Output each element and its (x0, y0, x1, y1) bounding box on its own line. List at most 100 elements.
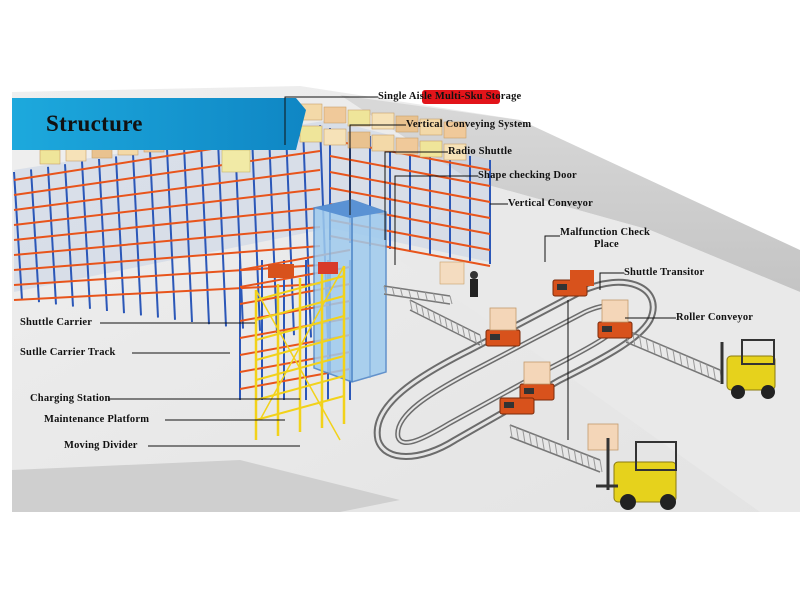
rack-beam (13, 207, 321, 241)
label-charging-station: Charging Station (27, 392, 111, 406)
cargo-box (419, 140, 443, 158)
cargo-box (323, 128, 347, 146)
cargo-box (371, 134, 395, 152)
cargo-box (347, 131, 371, 149)
transitor-panel (602, 326, 612, 332)
rack-upright (183, 145, 193, 323)
conveyor-roller (522, 429, 526, 443)
label-radio-shuttle: Radio Shuttle (445, 145, 525, 159)
shuttle-transitor (485, 307, 521, 347)
transitor-box (523, 361, 551, 385)
rack-beam (13, 226, 321, 256)
rack-beam (13, 188, 321, 226)
rack-upright (132, 153, 142, 316)
conveyor-roller (409, 299, 413, 311)
conveyor-roller (560, 444, 564, 458)
conveyor-rail (383, 293, 451, 305)
conveyor-roller (593, 457, 597, 470)
platform-rail (255, 315, 345, 341)
rack-beam (13, 245, 321, 271)
radio-shuttle (318, 262, 338, 274)
label-shape-checking-door: Shape checking Door (475, 169, 577, 183)
conveyor-roller (548, 439, 552, 453)
roller-conveyor (383, 285, 453, 305)
roller-conveyors (383, 285, 723, 473)
conveyor-roller (645, 338, 649, 351)
conveyor-roller (632, 332, 636, 345)
cargo-box (439, 261, 465, 285)
rack-upright (302, 127, 312, 338)
transitor-panel (524, 388, 534, 394)
page-title: Structure (46, 111, 143, 136)
conveyor-roller (535, 434, 539, 448)
rack-upright (285, 130, 295, 336)
cargo-box (371, 112, 395, 130)
conveyor-roller (462, 326, 465, 337)
conveyor-roller (467, 329, 471, 340)
conveyor-roller (586, 454, 590, 468)
cargo-box (395, 137, 419, 155)
transitor-panel (504, 402, 514, 408)
conveyor-roller (706, 364, 710, 377)
maintenance-platform (254, 265, 346, 441)
conveyor-rail (509, 436, 601, 473)
conveyor-roller (427, 308, 430, 319)
cargo-box (419, 118, 443, 136)
conveyor-roller (479, 334, 483, 346)
conveyor-roller (679, 352, 683, 365)
label-shuttle-transitor: Shuttle Transitor (621, 266, 719, 280)
conveyor-roller (456, 323, 460, 334)
transitor-panel (557, 284, 567, 290)
worker-figure (470, 271, 478, 297)
conveyor-roller (416, 290, 420, 300)
conveyor-roller (528, 432, 532, 445)
transitor-box (601, 299, 629, 323)
conveyor-roller (541, 437, 545, 450)
rack-beam (329, 155, 491, 187)
conveyor-roller (712, 367, 716, 380)
label-maintenance-platform: Maintenance Platform (41, 413, 165, 427)
rack-upright (149, 151, 159, 318)
conveyor-roller (400, 288, 403, 297)
shuttle-transitor (499, 397, 535, 415)
conveyor-roller (573, 449, 577, 463)
rack-upright (98, 158, 108, 312)
conveyor-roller (672, 349, 676, 363)
conveyor-roller (391, 287, 395, 296)
conveyor-roller (692, 358, 696, 371)
shuttle-transitor (519, 361, 555, 401)
rack-upright (200, 143, 210, 325)
rack-upright (217, 140, 227, 327)
conveyor-roller (473, 331, 477, 343)
transitor-panel (490, 334, 500, 340)
platform-rail (255, 375, 345, 401)
label-shuttle-carrier: Shuttle Carrier (17, 316, 101, 330)
platform-rail (255, 275, 345, 301)
roller-conveyor (409, 299, 483, 346)
label-malfunction-check-place: Malfunction Check Place (560, 227, 651, 252)
conveyor-roller (441, 294, 445, 303)
platform-brace (255, 289, 341, 441)
conveyor-rail (625, 341, 721, 383)
conveyor-roller (567, 447, 571, 460)
rack-upright (13, 171, 23, 301)
conveyor-roller (383, 285, 387, 295)
conveyor-roller (408, 289, 412, 298)
conveyor-roller (415, 302, 419, 314)
conveyor-box (587, 423, 619, 451)
conveyor-roller (665, 347, 669, 360)
shuttle-transitors (268, 262, 633, 451)
conveyor-roller (554, 442, 558, 455)
conveyor-roller (659, 344, 663, 357)
rack-beam (13, 283, 321, 301)
title-banner (12, 98, 306, 150)
cargo-box (395, 115, 419, 133)
rack-beam (13, 150, 321, 196)
forklift-lower (596, 438, 677, 510)
platform-brace (259, 265, 345, 421)
rack-upright (268, 132, 278, 334)
conveyor-roller (638, 335, 642, 348)
conveyor-roller (438, 314, 442, 325)
shuttle-transitor (597, 299, 633, 339)
